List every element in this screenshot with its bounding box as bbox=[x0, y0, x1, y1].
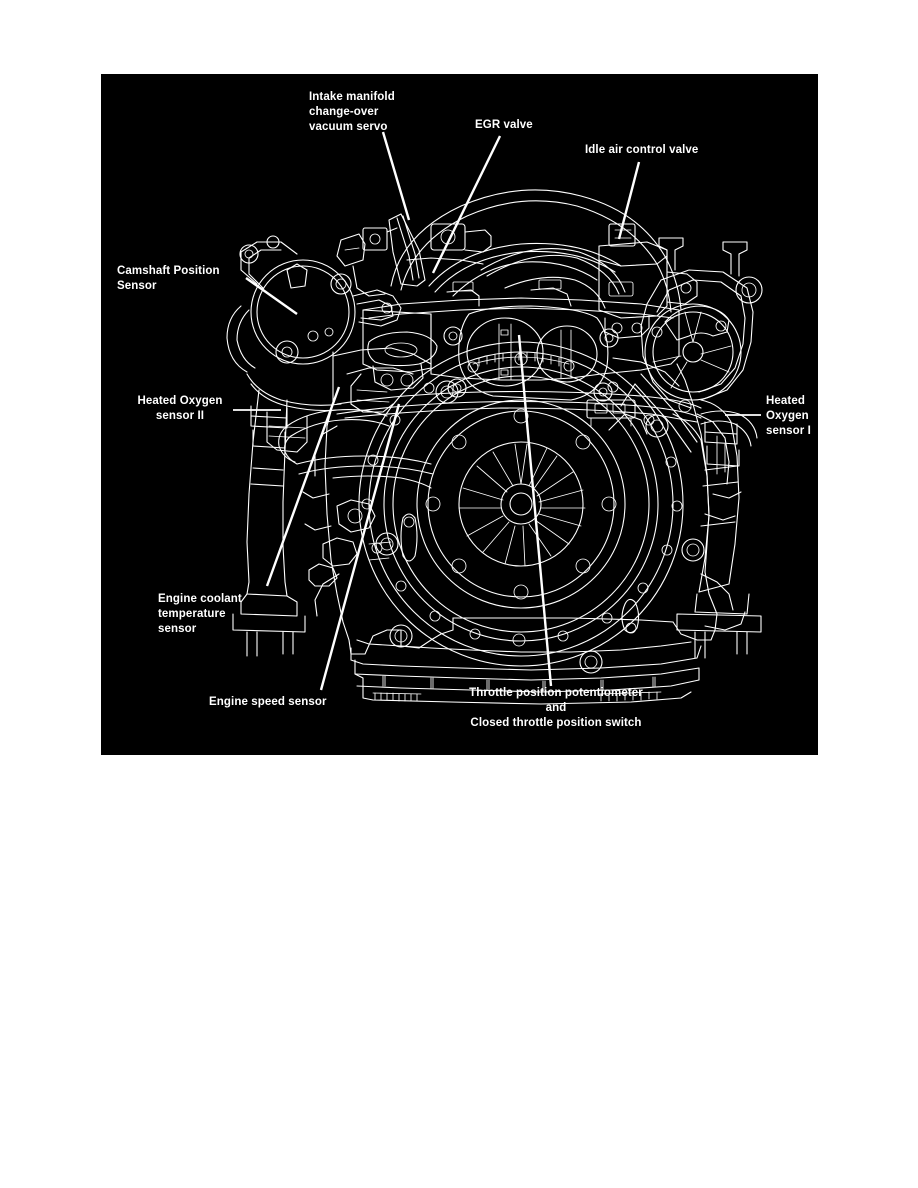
clutch-spokes bbox=[458, 443, 586, 567]
coolant-and-accessory-detail bbox=[296, 455, 434, 587]
engine-block-group bbox=[302, 341, 746, 705]
leader-idle-air-control-valve bbox=[617, 161, 641, 240]
leader-engine-speed-sensor bbox=[319, 403, 401, 691]
callout-camshaft-position-sensor: Camshaft Position Sensor bbox=[117, 265, 220, 292]
callout-heated-oxygen-sensor-ii: Heated Oxygen sensor II bbox=[137, 395, 223, 422]
bellhousing-bolt-holes bbox=[361, 352, 683, 647]
leader-egr-valve bbox=[431, 135, 502, 274]
leader-intake-vacuum-servo bbox=[381, 131, 411, 221]
leader-engine-coolant-temperature-sensor bbox=[265, 386, 341, 587]
callout-heated-oxygen-sensor-i: Heated Oxygen sensor I bbox=[766, 395, 811, 437]
heated-oxygen-sensor-ii bbox=[250, 405, 288, 449]
leader-lines bbox=[233, 131, 761, 691]
callout-intake-manifold-changeover-vacuum-servo: Intake manifold change-over vacuum servo bbox=[309, 91, 395, 133]
leader-camshaft-position-sensor bbox=[245, 277, 298, 315]
callout-egr-valve: EGR valve bbox=[475, 119, 533, 131]
callout-engine-speed-sensor: Engine speed sensor bbox=[209, 696, 327, 708]
engine-line-art: .ln { fill:none; stroke:#ffffff; stroke-… bbox=[101, 74, 818, 755]
callout-throttle-position-potentiometer-and-switch: Throttle position potentiometer and Clos… bbox=[469, 687, 643, 729]
leader-throttle-position-sensor bbox=[517, 334, 553, 687]
camshaft-cover-group bbox=[226, 235, 402, 657]
engine-diagram-figure: .ln { fill:none; stroke:#ffffff; stroke-… bbox=[101, 74, 818, 755]
callout-engine-coolant-temperature-sensor: Engine coolant temperature sensor bbox=[158, 593, 242, 635]
clutch-bolt-holes bbox=[425, 408, 617, 600]
right-accessory-group bbox=[608, 237, 763, 659]
callout-idle-air-control-valve: Idle air control valve bbox=[585, 144, 699, 156]
heated-oxygen-sensor-i bbox=[704, 421, 740, 467]
intake-changeover-vacuum-servo bbox=[362, 213, 492, 287]
